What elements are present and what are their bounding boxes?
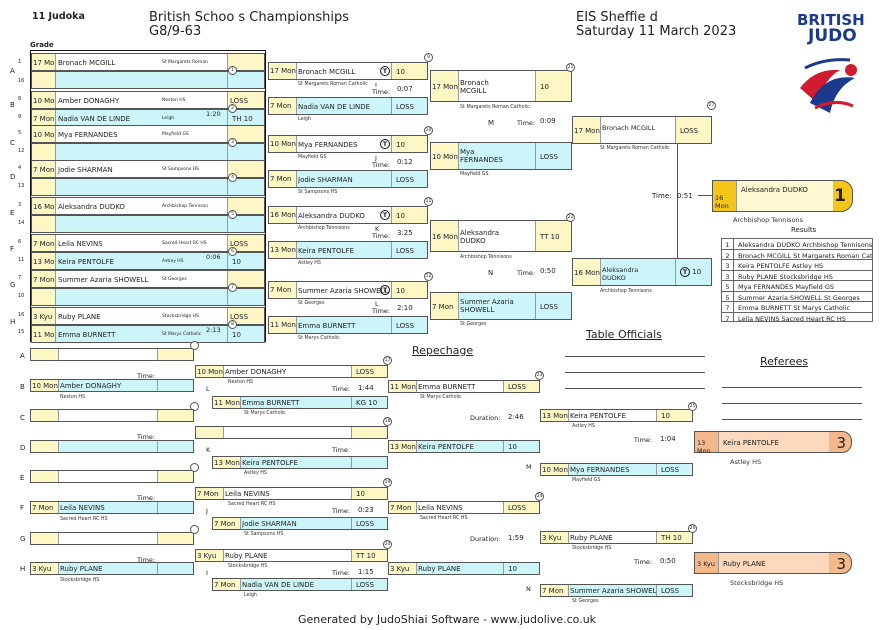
round1-entry: 13 Mon Keira PENTOLFE Astley HS 10 [31,252,265,270]
result-row: 3 Keira PENTOLFE Astley HS [722,260,872,271]
round2-bottom: 11 Mon Emma BURNETT LOSS [268,316,428,334]
rep-r1-top [30,409,194,422]
rep-r2-top [195,426,388,439]
rep-row-label: F [20,504,25,512]
rep-r4-top: 3 Kyu Ruby PLANE TH 10 [540,531,693,544]
round1-entry: 17 Mon Bronach MCGILL St Margarets Roman… [31,53,265,71]
rep-r2-top: 7 Mon Leila NEVINS 10 [195,487,388,500]
final-bottom: 16 Mon Aleksandra DUDKO T 10 [572,258,712,286]
rep-row-label: B [20,383,25,391]
round2-bottom: 7 Mon Nadia VAN DE LINDE LOSS [268,97,428,115]
rep-r1-bottom: 10 Mon Amber DONAGHY [30,379,194,392]
round2-bottom: 13 Mon Keira PENTOLFE LOSS [268,241,428,259]
bronze-box: 13 Mon Keira PENTOLFE 3 [694,431,852,455]
rep-r1-bottom [30,440,194,453]
rep-r3-bottom: 3 Kyu Ruby PLANE 10 [388,562,540,575]
rep-r1-bottom: 3 Kyu Ruby PLANE [30,562,194,575]
round1-entry [31,215,265,233]
round1-entry: 3 Kyu Ruby PLANE Stocksbridge HS LOSS [31,307,265,325]
rep-r4-top: 13 Mon Keira PENTOLFE 10 [540,409,693,422]
referees-title: Referees [760,355,809,368]
table-officials-title: Table Officials [586,328,662,341]
rep-row-label: E [20,474,25,482]
repechage-title: Repechage [412,344,474,357]
rep-r4-bottom: 10 Mon Mya FERNANDES LOSS [540,463,693,476]
bronze-box: 3 Kyu Ruby PLANE 3 [694,552,852,574]
rep-row-label: H [20,565,26,573]
rep-r2-bottom: 7 Mon Nadia VAN DE LINDE LOSS [212,578,388,591]
rep-row-label: A [20,352,25,360]
result-row: 1 Aleksandra DUDKO Archbishop Tennisons [722,239,872,250]
rep-r4-bottom: 7 Mon Summer Azaria SHOWELL LOSS [540,584,693,597]
rep-row-label: C [20,414,25,422]
round3-bottom: 7 Mon Summer Azaria SHOWELL LOSS [430,292,572,320]
rep-r2-bottom: 13 Mon Keira PENTOLFE [212,456,388,469]
category-label: 11 Judoka [32,11,85,22]
rep-r3-top: 7 Mon Leila NEVINS LOSS [388,501,540,514]
british-judo-logo: BRITISH JUDO [795,10,865,120]
rep-r3-top: 11 Mon Emma BURNETT LOSS [388,380,540,393]
rep-r1-top [30,532,194,545]
round1-entry [31,288,265,306]
result-row: 5 Summer Azaria SHOWELL St Georges [722,291,872,302]
rep-r1-top [30,348,194,361]
row-label: A [10,67,15,75]
result-row: 7 Emma BURNETT St Marys Catholic [722,302,872,313]
round1-entry: 7 Mon Nadia VAN DE LINDE Leigh TH 10 [31,109,265,127]
round1-entry: 7 Mon Summer Azaria SHOWELL St Georges [31,270,265,288]
round1-entry: 10 Mon Mya FERNANDES Mayfield GS [31,125,265,143]
rep-row-label: G [20,535,26,543]
round1-entry: 11 Mon Emma BURNETT St Marys Catholic 10 [31,325,265,343]
result-row: 7 Leila NEVINS Sacred Heart RC HS [722,312,872,321]
rep-r3-bottom: 13 Mon Keira PENTOLFE 10 [388,440,540,453]
grade-header: Grade [30,41,54,49]
round1-entry: 7 Mon Leila NEVINS Sacred Heart RC HS LO… [31,234,265,252]
rep-r2-top: 3 Kyu Ruby PLANE TT 10 [195,549,388,562]
round1-entry: 7 Mon Jodie SHARMAN St Sampsons HS [31,160,265,178]
round1-entry [31,71,265,89]
results-table: 1 Aleksandra DUDKO Archbishop Tennisons … [721,238,873,322]
results-title: Results [791,226,817,234]
rep-r1-bottom: 7 Mon Leila NEVINS [30,501,194,514]
rep-r2-bottom: 7 Mon Jodie SHARMAN LOSS [212,517,388,530]
rep-r2-top: 10 Mon Amber DONAGHY LOSS [195,365,388,378]
round3-top: 16 Mon Aleksandra DUDKO TT 10 [430,220,572,252]
date: Saturday 11 March 2023 [576,24,737,39]
judo-figure-icon [800,58,857,113]
title-line1: British Schoo s Championships [149,10,349,25]
result-row: 2 Bronach MCGILL St Margarets Roman Cath… [722,249,872,260]
round3-bottom: 10 Mon Mya FERNANDES LOSS [430,142,572,170]
winner-box: 16 Mon Aleksandra DUDKO 1 [712,180,853,212]
title-line2: G8/9-63 [149,24,202,39]
result-row: 5 Mya FERNANDES Mayfield GS [722,281,872,292]
final-top: 17 Mon Bronach MCGILL LOSS [572,116,712,144]
round1-entry [31,178,265,196]
footer-text: Generated by JudoShiai Software - www.ju… [298,613,597,626]
result-row: 3 Ruby PLANE Stocksbridge HS [722,270,872,281]
round1-entry: 16 Mon Aleksandra DUDKO Archbishop Tenni… [31,197,265,215]
venue: EIS Sheffie d [576,10,658,25]
rep-r2-bottom: 11 Mon Emma BURNETT KG 10 [212,396,388,409]
rep-r1-top [30,470,194,483]
round3-top: 17 Mon Bronach MCGILL 10 [430,70,572,102]
round1-entry: 10 Mon Amber DONAGHY Neston HS LOSS [31,91,265,109]
round2-bottom: 7 Mon Jodie SHARMAN LOSS [268,170,428,188]
rep-row-label: D [20,444,26,452]
